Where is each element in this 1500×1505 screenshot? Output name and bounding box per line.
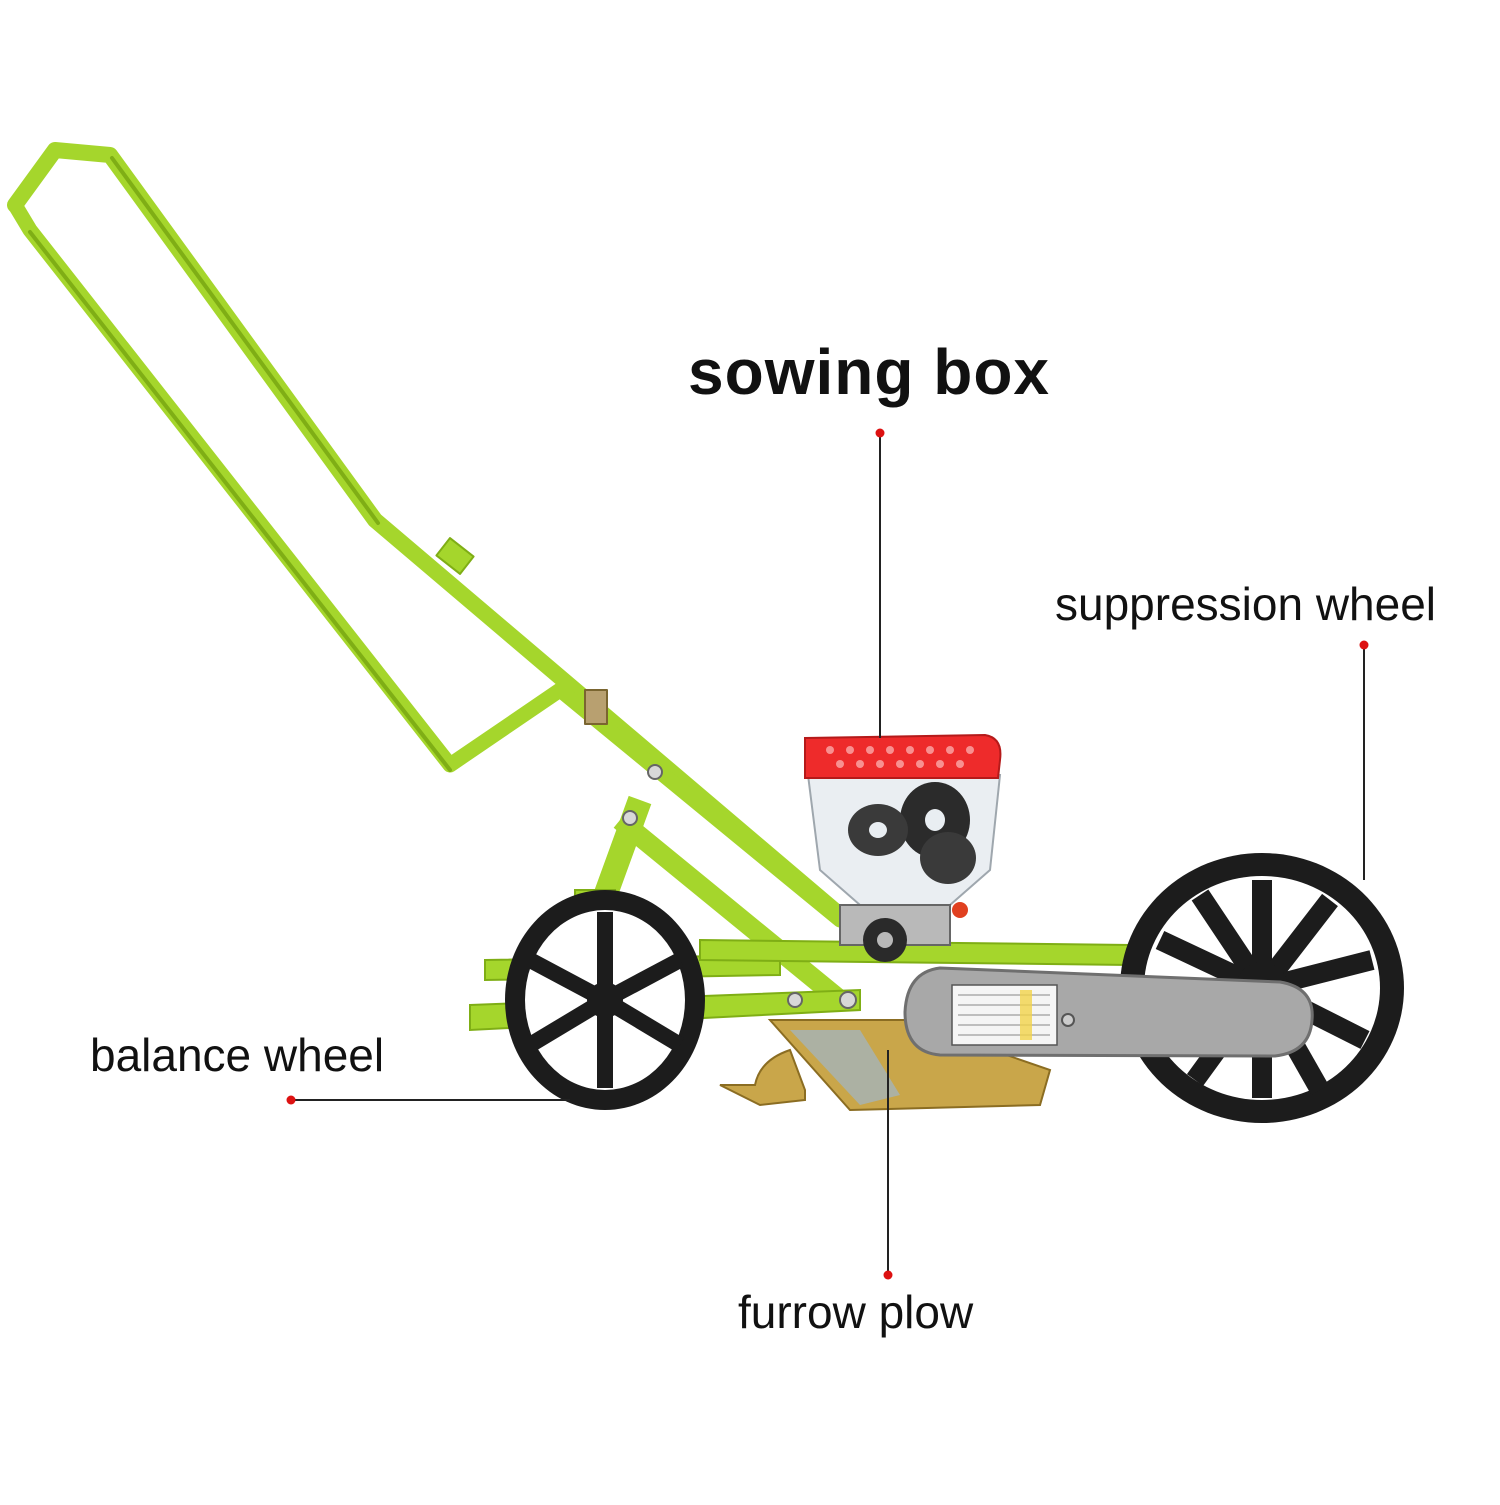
furrow-plow-pointer-dot [883,1270,893,1280]
callout-pointers [286,428,1369,1280]
sowing-box-pointer-dot [875,428,885,438]
chain-guard-graphic [903,966,1314,1058]
suppression-wheel-label: suppression wheel [1055,578,1437,630]
handle-frame [7,142,848,928]
furrow-plow-label: furrow plow [738,1286,974,1338]
suppression-wheel-pointer-dot [1359,640,1369,650]
furrow-plow-graphic [719,1019,1052,1112]
balance-wheel-pointer-dot [286,1095,296,1105]
balance-wheel-label: balance wheel [90,1029,385,1081]
sowing-box-label: sowing box [688,336,1050,408]
sowing-box-graphic [804,733,1002,962]
balance-wheel-graphic [505,890,705,1110]
handle-loop [7,142,848,923]
